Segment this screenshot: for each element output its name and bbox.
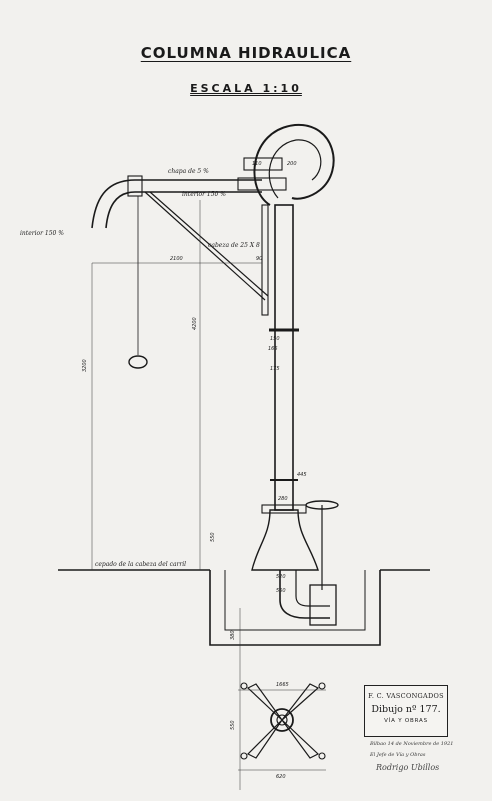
- base-plan-view: [240, 682, 326, 760]
- drawing-number: Dibujo nº 177.: [371, 704, 441, 715]
- pit-outline: [209, 570, 381, 646]
- dim-base-4: 520: [276, 574, 286, 580]
- main-column: [274, 204, 294, 511]
- dim-pipe-1: 150: [270, 336, 280, 342]
- dim-foot-3: 380: [230, 630, 236, 640]
- counterweight: [128, 355, 148, 369]
- arm-elbow: [91, 179, 136, 229]
- top-flange: [243, 157, 283, 171]
- dim-height-left: 3200: [82, 359, 88, 372]
- dim-foot-4: 550: [230, 720, 236, 730]
- title-block: F. C. VASCONGADOS Dibujo nº 177. VÍA Y O…: [364, 685, 448, 737]
- dim-pipe-2: 165: [268, 346, 278, 352]
- dim-base-1: 445: [297, 472, 307, 478]
- dim-top-1: 110: [252, 161, 262, 167]
- dim-foot-1: 1665: [276, 682, 289, 688]
- valve-wheel: [305, 500, 339, 510]
- underground-pipe: [279, 570, 330, 619]
- scale-label: ESCALA 1:10: [190, 82, 302, 95]
- dim-width: 2100: [170, 256, 183, 262]
- dim-pipe-3: 90: [256, 256, 262, 262]
- swan-neck: [253, 123, 335, 206]
- dim-top-2: 200: [287, 161, 297, 167]
- delivery-arm: [135, 179, 262, 193]
- inner-diameter-label-1: interior 150 %: [20, 230, 64, 237]
- dim-base-3: 550: [210, 532, 216, 542]
- company-name: F. C. VASCONGADOS: [368, 692, 444, 700]
- department: VÍA Y OBRAS: [384, 718, 428, 724]
- date-note: Bilbao 14 de Noviembre de 1921: [370, 741, 454, 747]
- column-base: [251, 509, 319, 571]
- chief-note: El Jefe de Vía y Obras: [370, 752, 426, 758]
- dim-pipe-4: 175: [270, 366, 280, 372]
- dim-foot-2: 620: [276, 774, 286, 780]
- gate-valve: [309, 584, 337, 626]
- drawing-title: COLUMNA HIDRAULICA: [140, 44, 352, 62]
- dim-base-5: 560: [276, 588, 286, 594]
- joint-label: cabeza de 25 X 8: [208, 242, 260, 249]
- rail-level-label: cepado de la cabeza del carril: [95, 561, 186, 568]
- signature: Rodrigo Ubillos: [376, 763, 440, 772]
- dim-base-2: 280: [278, 496, 288, 502]
- inner-diameter-label-2: interior 150 %: [182, 191, 226, 198]
- slope-label: chapa de 5 %: [168, 168, 209, 175]
- dim-height-mid: 4200: [192, 317, 198, 330]
- support-brace: [144, 191, 266, 301]
